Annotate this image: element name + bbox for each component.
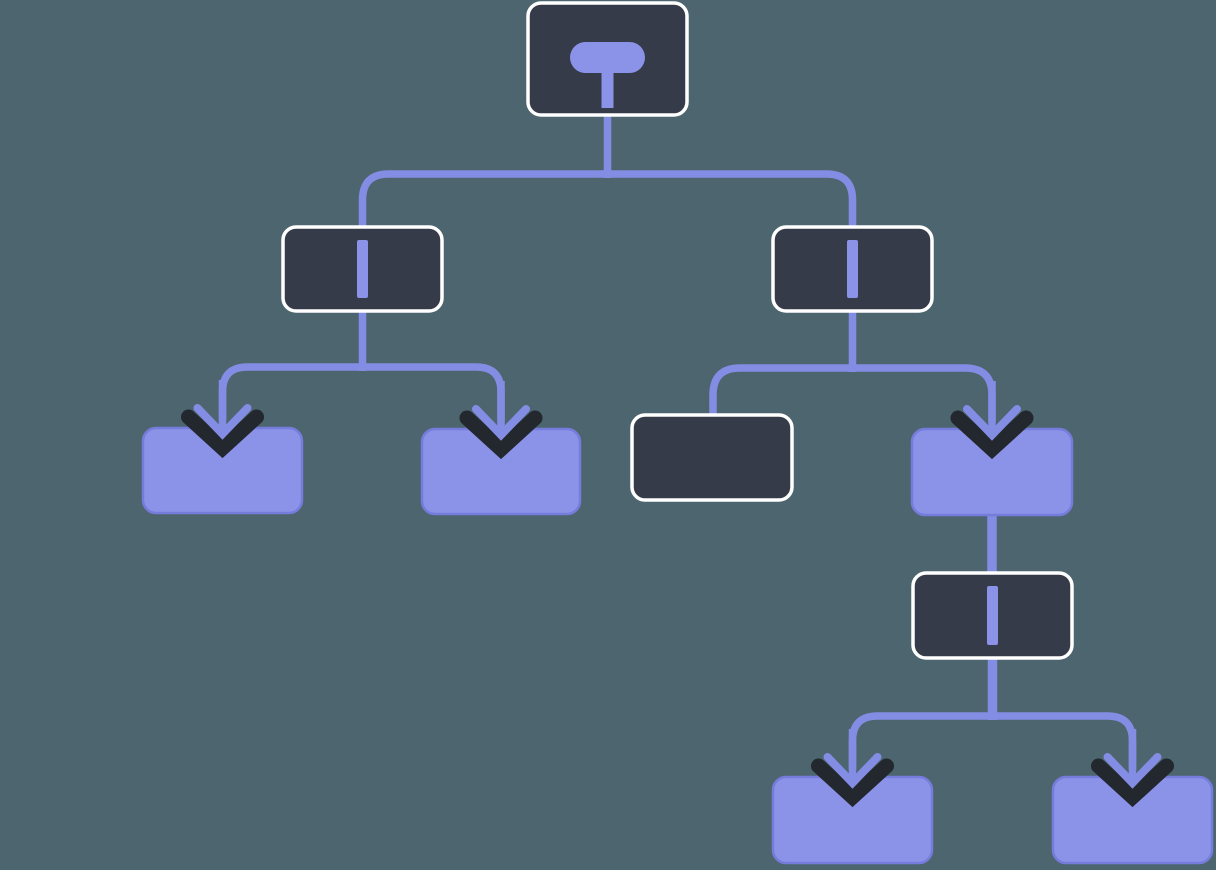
drop-arrow-icon xyxy=(181,380,264,459)
node-branch-left[interactable] xyxy=(281,225,444,313)
empty-dark-shape[interactable] xyxy=(630,413,794,502)
node-layer xyxy=(141,1,1214,865)
drop-arrow-icon xyxy=(1091,729,1174,808)
collapsed-children-icon xyxy=(987,586,998,645)
edge-branch-left-to-leaves xyxy=(218,363,505,420)
node-root[interactable] xyxy=(526,1,689,117)
node-branch-bottom[interactable] xyxy=(911,571,1074,660)
edge-branch-bottom-to-leaves xyxy=(848,712,1137,769)
collapsed-subtree-icon xyxy=(570,42,645,108)
drop-arrow-icon xyxy=(459,381,543,460)
drop-arrow-icon xyxy=(950,381,1034,460)
collapsed-children-icon xyxy=(357,240,368,298)
edge-root-to-branches xyxy=(358,170,857,227)
drop-arrow-icon xyxy=(811,729,894,808)
collapsed-children-icon xyxy=(847,240,858,298)
node-empty-node[interactable] xyxy=(630,413,794,502)
edge-branch-right-to-children xyxy=(709,364,996,421)
arrow-layer xyxy=(181,380,1174,808)
node-branch-right[interactable] xyxy=(771,225,934,313)
